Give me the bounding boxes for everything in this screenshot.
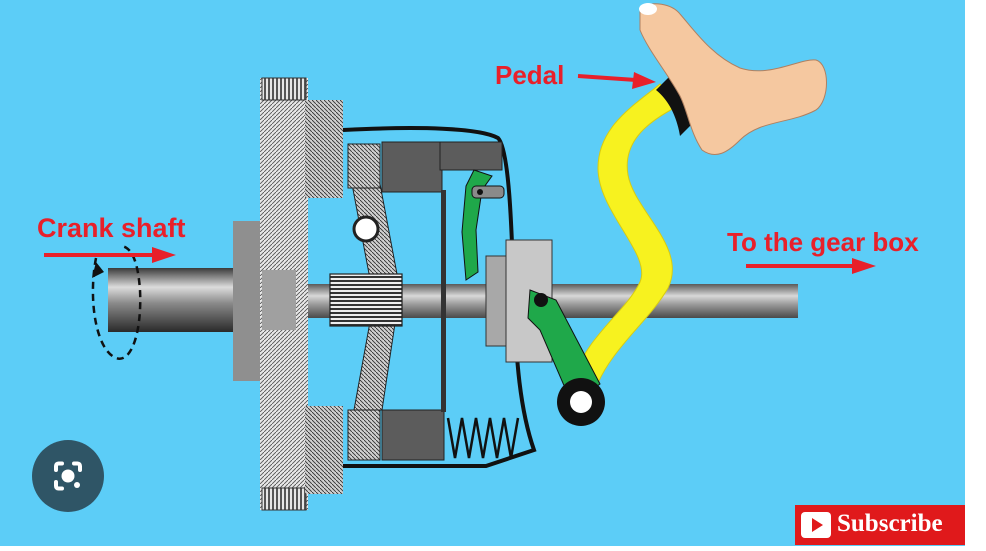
toenail (639, 3, 657, 15)
clutch-diagram (44, 3, 876, 511)
flywheel-rim-top (305, 100, 343, 198)
diagram-canvas: Crank shaft To the gear box Pedal (0, 0, 965, 546)
subscribe-label: Subscribe (837, 510, 943, 537)
crank-input-arrow (44, 247, 176, 263)
clutch-cover (342, 126, 537, 468)
ball-bearing (352, 215, 380, 243)
lever-pin-arm (471, 185, 505, 199)
lever-pin (477, 189, 483, 195)
housing-rod (441, 190, 446, 412)
rotation-arrowhead (92, 262, 104, 278)
pressure-plate-bottom (381, 409, 445, 461)
lens-search-button[interactable] (32, 440, 104, 512)
pedal-pad (656, 76, 696, 136)
crank-rotation-indicator (91, 244, 142, 360)
pressure-plate-top (381, 141, 443, 193)
crank-shaft-label: Crank shaft (37, 213, 186, 243)
crank-flange (233, 221, 263, 381)
pedal-label: Pedal (495, 60, 565, 90)
youtube-play-icon (801, 512, 831, 538)
flywheel-hub (262, 270, 296, 330)
fork-pivot (534, 293, 548, 307)
crank-shaft (108, 268, 236, 332)
pressure-plate-arm (439, 141, 503, 171)
foot (639, 3, 827, 155)
gear-box-label: To the gear box (727, 227, 919, 257)
flywheel-rim-bottom (305, 406, 343, 494)
flywheel-teeth-top (261, 77, 307, 101)
flywheel-teeth-bottom (261, 487, 307, 511)
pedal-pivot-hole (570, 391, 592, 413)
splined-hub (329, 273, 403, 327)
gear-box-output-arrow (746, 258, 876, 274)
lens-camera-icon (54, 461, 82, 491)
pedal-arrow (577, 72, 656, 89)
pedal-arm (573, 83, 683, 389)
pressure-spring (446, 417, 520, 459)
release-bearing-face (485, 255, 509, 347)
subscribe-button[interactable]: Subscribe (795, 505, 965, 545)
friction-lining-top (347, 143, 381, 189)
friction-lining-bottom (347, 409, 381, 461)
release-lever-top (461, 169, 493, 281)
